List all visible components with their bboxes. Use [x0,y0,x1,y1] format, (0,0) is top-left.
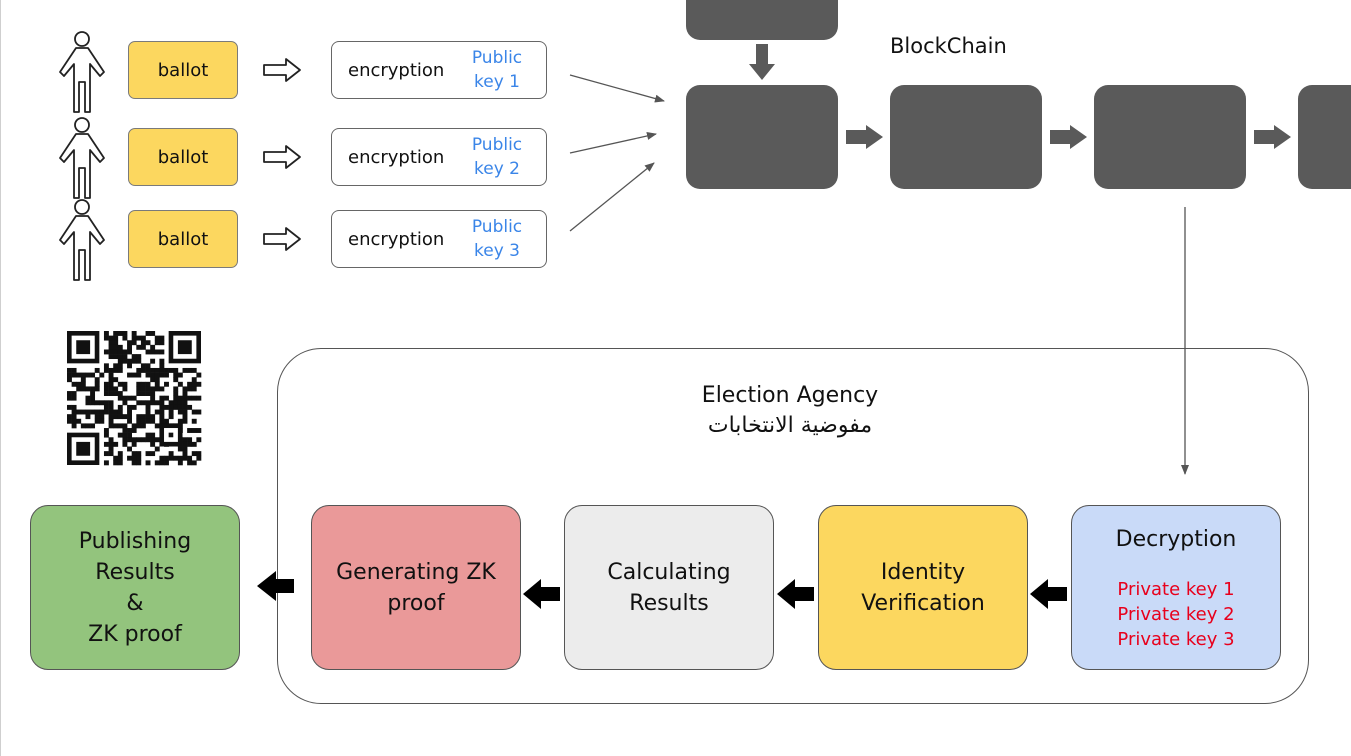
identity-verification-step: Identity Verification [818,505,1028,670]
hollow-right-arrow-icon [263,227,301,251]
left-arrow-icon [777,579,814,609]
left-arrow-icon [1030,579,1067,609]
encryption-box: encryption Public key 1 [331,41,547,99]
connector-line [569,132,657,154]
qr-code-icon [67,331,202,466]
person-icon [59,117,105,199]
left-edge-line [0,0,1,756]
ballot-box: ballot [128,128,238,186]
right-arrow-icon [1254,125,1291,149]
down-arrow-icon [749,44,775,80]
person-icon [59,199,105,281]
block-1 [686,85,838,189]
connector-line [569,162,655,232]
decryption-title: Decryption [1115,526,1237,552]
connector-line [569,74,665,103]
generating-zk-proof-step: Generating ZK proof [311,505,521,670]
public-key-label: Public key 1 [471,48,523,92]
encryption-label: encryption [348,146,445,168]
right-arrow-icon [846,125,883,149]
block-3 [1094,85,1246,189]
agency-title-en: Election Agency [701,383,879,408]
block-incoming [686,0,838,40]
private-key-3: Private key 3 [1117,628,1235,650]
agency-title-ar: مفوضية الانتخابات [707,413,873,438]
encryption-label: encryption [348,59,445,81]
left-arrow-icon [257,571,294,601]
ballot-box: ballot [128,210,238,268]
person-icon [59,31,105,113]
hollow-right-arrow-icon [263,58,301,82]
block-2 [890,85,1042,189]
encryption-label: encryption [348,228,445,250]
blockchain-title: BlockChain [890,34,1007,58]
publishing-results-step: Publishing Results & ZK proof [30,505,240,670]
block-4 [1298,85,1351,189]
decryption-step: Decryption Private key 1 Private key 2 P… [1071,505,1281,670]
ballot-box: ballot [128,41,238,99]
calculating-results-step: Calculating Results [564,505,774,670]
encryption-box: encryption Public key 3 [331,210,547,268]
private-key-1: Private key 1 [1117,578,1235,600]
right-arrow-icon [1050,125,1087,149]
left-arrow-icon [523,579,560,609]
public-key-label: Public key 3 [471,217,523,261]
public-key-label: Public key 2 [471,135,523,179]
private-key-2: Private key 2 [1117,603,1235,625]
encryption-box: encryption Public key 2 [331,128,547,186]
hollow-right-arrow-icon [263,145,301,169]
